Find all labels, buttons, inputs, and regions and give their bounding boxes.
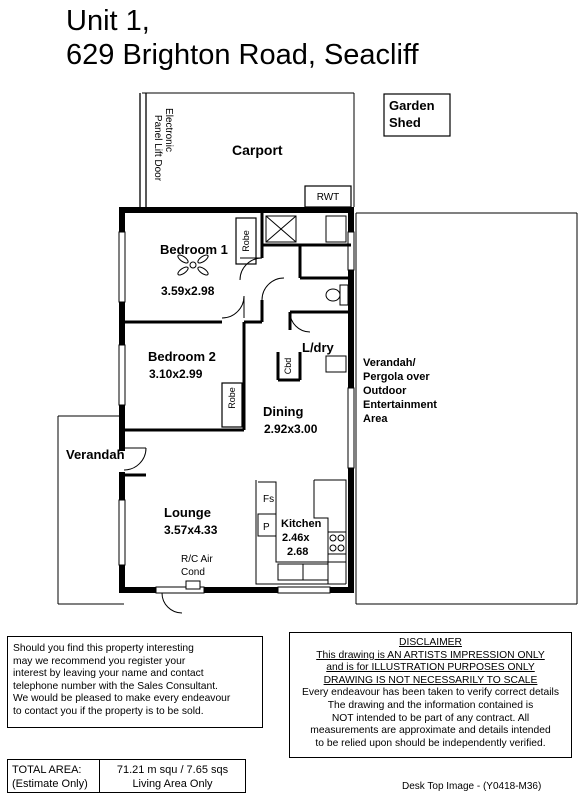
bedroom1-size: 3.59x2.98 — [161, 284, 215, 298]
pergola-label-4: Entertainment — [363, 399, 437, 411]
garden-shed-label-1: Garden — [389, 98, 435, 113]
pergola-label-3: Outdoor — [363, 385, 407, 397]
disclaimer-body-line: The drawing and the information containe… — [327, 699, 534, 711]
bedroom1-name: Bedroom 1 — [160, 242, 228, 257]
pantry — [257, 513, 277, 537]
pergola-label-1: Verandah/ — [363, 357, 416, 369]
disclaimer-box: DISCLAIMER This drawing is AN ARTISTS IM… — [289, 632, 572, 758]
total-area-value: 71.21 m squ / 7.65 sqs — [116, 764, 229, 776]
notice-line: to contact you if the property is to be … — [13, 705, 204, 717]
robe-label-1: Robe — [241, 230, 251, 252]
electronic-door-label-2: Panel Lift Door — [152, 115, 163, 182]
verandah-label: Verandah — [66, 447, 125, 462]
kitchen-size-1: 2.46x — [282, 532, 310, 544]
bedroom2-size: 3.10x2.99 — [149, 367, 203, 381]
carport-outline — [142, 92, 355, 207]
address-line-2: 629 Brighton Road, Seacliff — [66, 39, 419, 71]
pergola-label-5: Area — [363, 413, 388, 425]
lounge-name: Lounge — [164, 505, 211, 520]
address-line-1: Unit 1, — [66, 5, 150, 37]
notice-line: interest by leaving your name and contac… — [13, 668, 204, 680]
disclaimer-underlined-line: and is for ILLUSTRATION PURPOSES ONLY — [326, 662, 535, 674]
robe-bedroom2 — [221, 382, 243, 428]
total-area-label-box: TOTAL AREA: (Estimate Only) — [7, 759, 100, 793]
notice-box: Should you find this property interestin… — [7, 636, 263, 728]
laundry-label: L/dry — [302, 340, 335, 355]
pergola-outline — [355, 212, 578, 605]
total-area-estimate-note: (Estimate Only) — [12, 778, 88, 790]
garden-shed-label-2: Shed — [389, 115, 421, 130]
cooktop — [327, 531, 347, 555]
dining-size: 2.92x3.00 — [264, 422, 318, 436]
fridge-space-label: Fs — [263, 494, 274, 505]
footer-image-reference: Desk Top Image - (Y0418-M36) — [402, 781, 542, 792]
internal-walls — [122, 212, 351, 477]
shower — [265, 215, 297, 243]
disclaimer-heading: DISCLAIMER — [399, 637, 462, 648]
disclaimer-body-line: Every endeavour has been taken to verify… — [302, 687, 559, 699]
door-swings — [123, 257, 311, 614]
notice-line: telephone number with the Sales Consulta… — [13, 680, 218, 692]
disclaimer-underlined-line: DRAWING IS NOT NECESSARILY TO SCALE — [323, 674, 538, 686]
robe-label-2: Robe — [227, 387, 237, 409]
total-area-label: TOTAL AREA: — [12, 764, 82, 776]
robe-bedroom1 — [235, 217, 257, 265]
rwt-label: RWT — [317, 192, 340, 203]
total-area-living-note: Living Area Only — [132, 778, 213, 790]
total-area-value-box: 71.21 m squ / 7.65 sqs Living Area Only — [99, 759, 246, 793]
kitchen-size-2: 2.68 — [287, 546, 308, 558]
dining-name: Dining — [263, 404, 303, 419]
electronic-door — [139, 93, 147, 207]
verandah-outline — [57, 415, 124, 605]
disclaimer-underlined-line: This drawing is AN ARTISTS IMPRESSION ON… — [316, 649, 545, 661]
aircon-label-2: Cond — [181, 567, 205, 578]
cupboard-label: Cbd — [283, 358, 293, 375]
notice-line: We would be pleased to make every endeav… — [13, 693, 231, 705]
pergola-label-2: Pergola over — [363, 371, 430, 383]
notice-line: Should you find this property interestin… — [13, 643, 194, 654]
pantry-label: P — [263, 522, 270, 533]
bedroom2-name: Bedroom 2 — [148, 349, 216, 364]
laundry-tub — [325, 355, 347, 373]
notice-line: may we recommend you register your — [13, 655, 186, 667]
windows — [118, 231, 355, 594]
lounge-size: 3.57x4.33 — [164, 523, 218, 537]
aircon-label-1: R/C Air — [181, 554, 213, 565]
disclaimer-body-line: to be relied upon should be independentl… — [315, 737, 546, 749]
electronic-door-label-1: Electronic — [163, 108, 174, 152]
disclaimer-body-line: NOT intended to be part of any contract.… — [331, 712, 530, 724]
floor-plan: Garden Shed Electronic Panel Lift Door C… — [57, 92, 578, 614]
disclaimer-body-line: measurements are approximate and details… — [310, 725, 551, 737]
garden-shed-box — [383, 93, 451, 137]
vanity — [325, 215, 347, 243]
toilet — [325, 284, 349, 306]
ceiling-fan-icon — [177, 254, 209, 276]
carport-label: Carport — [232, 142, 283, 158]
aircon-unit — [185, 580, 201, 590]
kitchen-name: Kitchen — [281, 518, 322, 530]
